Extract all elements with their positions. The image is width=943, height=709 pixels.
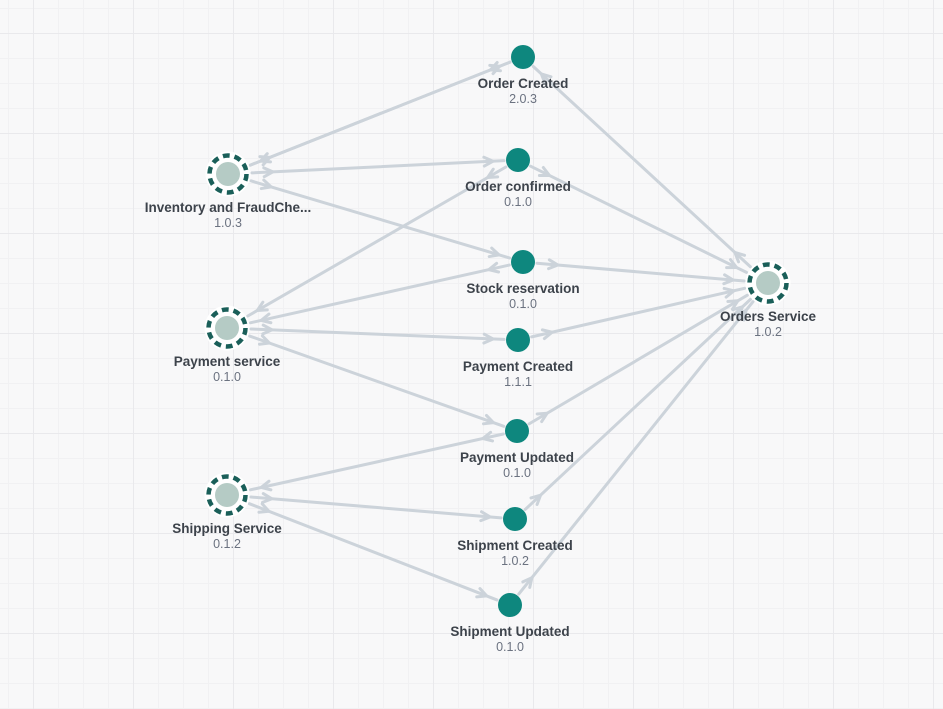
node-version-label: 0.1.2 — [213, 537, 241, 551]
node-version-label: 1.0.3 — [214, 216, 242, 230]
service-core-icon — [215, 483, 239, 507]
node-version-label: 0.1.0 — [504, 195, 532, 209]
edge-stock-reservation-to-orders-service — [535, 258, 746, 286]
service-node-inventory-service[interactable]: Inventory and FraudChe...1.0.3 — [145, 151, 312, 231]
node-name-label: Stock reservation — [466, 281, 579, 296]
node-version-label: 0.1.0 — [496, 640, 524, 654]
edge-payment-service-to-payment-created — [249, 323, 506, 345]
event-dot-icon — [498, 593, 522, 617]
edge-order-created-to-inventory-service — [248, 60, 512, 167]
edge-inventory-service-to-stock-reservation — [249, 178, 512, 260]
service-dashed-ring-icon — [206, 307, 248, 349]
node-name-label: Orders Service — [720, 309, 817, 324]
service-dashed-ring-icon — [206, 474, 248, 516]
node-name-label: Order confirmed — [465, 179, 571, 194]
node-name-label: Shipment Created — [457, 538, 573, 553]
edge-shipping-service-to-shipment-created — [249, 492, 503, 523]
event-dot-icon — [506, 148, 530, 172]
service-core-icon — [216, 162, 240, 186]
node-version-label: 1.0.2 — [501, 554, 529, 568]
service-core-icon — [756, 271, 780, 295]
edge-shipping-service-to-shipment-updated — [247, 502, 499, 602]
node-name-label: Payment Created — [463, 359, 573, 374]
edge-stock-reservation-to-payment-service — [248, 261, 511, 325]
edge-shipment-updated-to-orders-service — [517, 300, 755, 596]
node-name-label: Inventory and FraudChe... — [145, 200, 312, 215]
event-dot-icon — [511, 250, 535, 274]
node-version-label: 1.1.1 — [504, 375, 532, 389]
event-dot-icon — [511, 45, 535, 69]
node-version-label: 0.1.0 — [503, 466, 531, 480]
node-name-label: Order Created — [478, 76, 569, 91]
node-name-label: Payment service — [174, 354, 281, 369]
edge-layer — [246, 60, 755, 602]
edge-order-confirmed-to-orders-service — [529, 164, 748, 274]
edge-payment-created-to-orders-service — [530, 286, 747, 341]
edge-payment-updated-to-orders-service — [527, 293, 749, 426]
event-dot-icon — [506, 328, 530, 352]
event-dot-icon — [505, 419, 529, 443]
edge-inventory-service-to-order-confirmed — [250, 155, 506, 179]
node-version-label: 2.0.3 — [509, 92, 537, 106]
node-version-label: 1.0.2 — [754, 325, 782, 339]
service-dashed-ring-icon — [207, 153, 249, 195]
node-version-label: 0.1.0 — [213, 370, 241, 384]
edge-orders-service-to-order-created — [531, 64, 752, 269]
event-dot-icon — [503, 507, 527, 531]
node-name-label: Payment Updated — [460, 450, 574, 465]
node-version-label: 0.1.0 — [509, 297, 537, 311]
edge-payment-updated-to-shipping-service — [248, 430, 505, 492]
edge-order-confirmed-to-payment-service — [246, 165, 508, 318]
node-name-label: Shipping Service — [172, 521, 282, 536]
node-name-label: Shipment Updated — [450, 624, 569, 639]
service-core-icon — [215, 316, 239, 340]
edge-payment-service-to-payment-updated — [248, 334, 506, 428]
service-dashed-ring-icon — [747, 262, 789, 304]
